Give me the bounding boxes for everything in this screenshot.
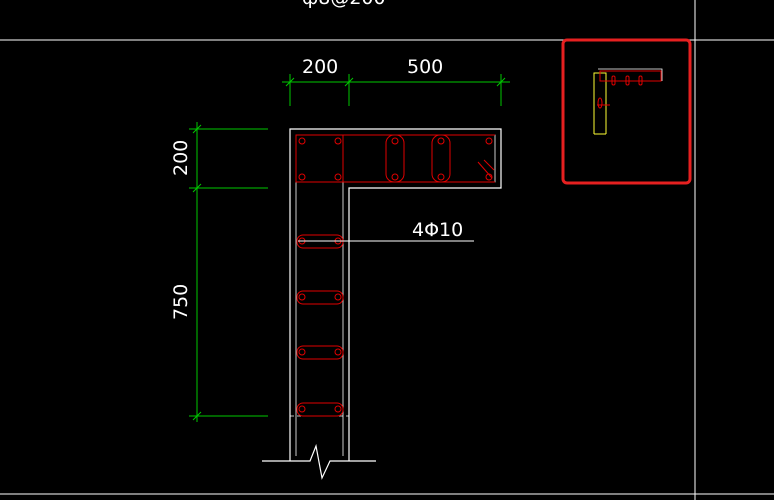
rebar-bars — [298, 137, 493, 413]
top-clipped-label: ф8@200 — [302, 0, 386, 9]
section-outline — [289, 128, 502, 461]
dim-left-upper: 200 — [170, 140, 192, 176]
rebar-callout-label: 4Φ10 — [412, 219, 463, 241]
dim-left-lower: 750 — [170, 284, 192, 320]
dim-top-right: 500 — [407, 56, 443, 78]
break-line-icon — [262, 443, 376, 480]
dimension-lines — [189, 74, 510, 422]
rebar-stirrups — [295, 134, 495, 417]
preview-thumbnail-icon[interactable] — [561, 38, 692, 185]
dim-top-left: 200 — [302, 56, 338, 78]
